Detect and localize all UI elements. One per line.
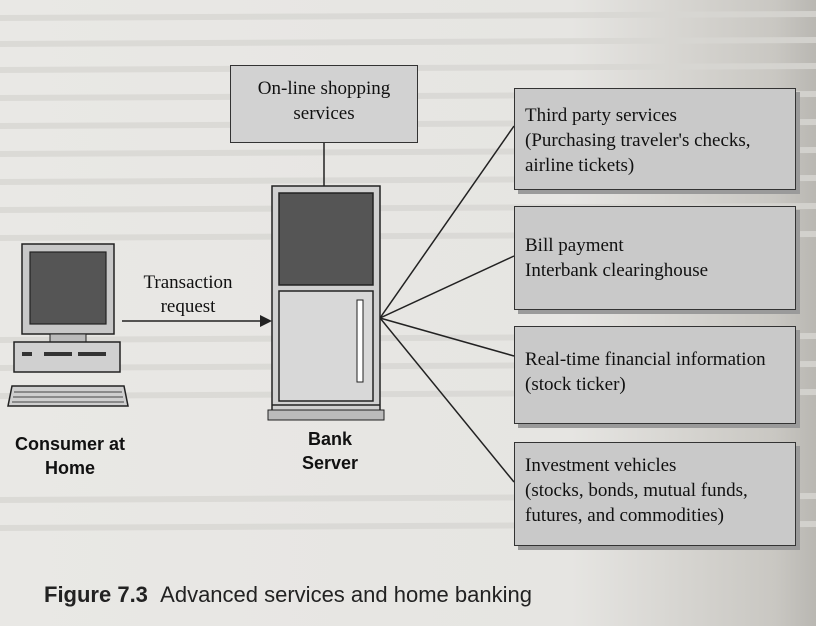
service-line: Bill payment <box>525 235 624 256</box>
arrowhead-icon <box>260 315 272 327</box>
online-shopping-box: On-line shopping services <box>230 65 418 143</box>
service-bill-payment: Bill payment Interbank clearinghouse <box>514 206 796 310</box>
transaction-line-1: Transaction <box>143 272 233 293</box>
service-line: Interbank clearinghouse <box>525 260 709 281</box>
server-line-2: Server <box>301 453 359 473</box>
service-line: Real-time financial information <box>525 349 766 370</box>
service-line: (stocks, bonds, mutual funds, <box>525 480 748 501</box>
shop-line-2: services <box>293 103 355 124</box>
connector-realtime <box>379 317 515 357</box>
computer-icon <box>7 243 129 407</box>
transaction-line-2: request <box>160 296 216 317</box>
service-line: Investment vehicles <box>525 455 677 476</box>
connector-bill-payment <box>379 255 515 319</box>
service-line: (stock ticker) <box>525 374 626 395</box>
service-third-party: Third party services (Purchasing travele… <box>514 88 796 190</box>
connector-third-party <box>379 125 515 319</box>
figure-title: Advanced services and home banking <box>160 582 532 607</box>
service-line: futures, and commodities) <box>525 505 724 526</box>
figure-number: Figure 7.3 <box>44 582 148 607</box>
figure-caption: Figure 7.3 Advanced services and home ba… <box>44 582 532 608</box>
service-realtime-info: Real-time financial information (stock t… <box>514 326 796 424</box>
service-line: (Purchasing traveler's checks, <box>525 130 751 151</box>
consumer-line-1: Consumer at <box>14 434 126 454</box>
service-line: airline tickets) <box>525 155 635 176</box>
server-label: Bank Server <box>290 427 370 475</box>
connector-investment <box>379 317 515 483</box>
server-line-1: Bank <box>307 429 352 449</box>
service-investment: Investment vehicles (stocks, bonds, mutu… <box>514 442 796 546</box>
shop-line-1: On-line shopping <box>257 78 391 99</box>
consumer-line-2: Home <box>44 458 95 478</box>
consumer-label: Consumer at Home <box>0 432 140 480</box>
transaction-label: Transaction request <box>128 271 248 319</box>
service-line: Third party services <box>525 105 677 126</box>
server-icon <box>267 185 385 421</box>
